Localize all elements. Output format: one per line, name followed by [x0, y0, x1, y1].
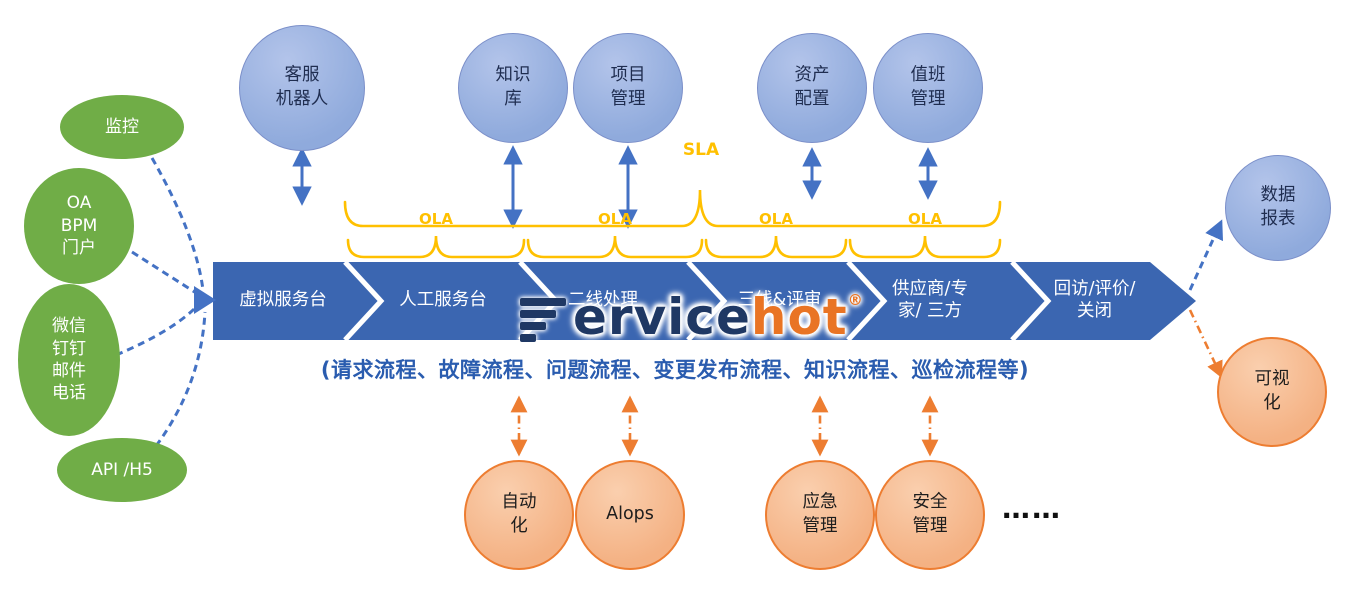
output-node-visualization: 可视化 [1217, 337, 1327, 447]
node-label: 资产配置 [794, 65, 830, 109]
tool-node-emergency-management: 应急管理 [765, 460, 875, 570]
servicehot-logo: ervicehot® [520, 292, 864, 342]
stage-text: 供应商/专家/ 三方 [892, 279, 968, 321]
node-label: API /H5 [91, 459, 153, 480]
tool-connector-arrows [510, 395, 939, 457]
node-label: 应急管理 [802, 492, 838, 536]
module-node-asset-configuration: 资产配置 [757, 33, 867, 143]
output-node-data-report: 数据报表 [1225, 155, 1331, 261]
node-label: 数据报表 [1260, 185, 1296, 229]
stage-text: 人工服务台 [399, 290, 487, 311]
stage-text: 回访/评价/关闭 [1053, 279, 1136, 321]
registered-trademark-symbol: ® [847, 291, 864, 309]
node-label: 监控 [105, 116, 139, 137]
input-node-wechat-dingtalk-mail-phone: 微信钉钉邮件电话 [18, 284, 120, 436]
input-node-api-h5: API /H5 [57, 438, 187, 502]
stage-label-followup-close: 回访/评价/关闭 [1022, 262, 1167, 340]
stage-label-supplier-expert: 供应商/专家/ 三方 [850, 262, 1010, 340]
process-note: (请求流程、故障流程、问题流程、变更发布流程、知识流程、巡检流程等) [320, 358, 1030, 382]
logo-text-ervice: ervice [573, 288, 751, 346]
stage-label-third-line-review: 三线&评审 [702, 262, 857, 340]
node-label: 安全管理 [912, 492, 948, 536]
node-label: 值班管理 [910, 65, 946, 109]
stage-label-manual-service-desk: 人工服务台 [358, 262, 528, 340]
stage-text: 三线&评审 [737, 290, 822, 311]
tool-node-security-management: 安全管理 [875, 460, 985, 570]
input-flow-arrows [115, 157, 207, 447]
node-label: 项目管理 [610, 65, 646, 109]
stage-label-second-line: 二线处理 [528, 262, 678, 340]
report-connector-arrow [1188, 219, 1223, 291]
node-label: 知识库 [495, 65, 531, 109]
module-node-duty-management: 值班管理 [873, 33, 983, 143]
sla-label: SLA [682, 140, 720, 160]
visualization-connector-arrow [1188, 309, 1223, 379]
input-node-monitoring: 监控 [60, 95, 184, 159]
ola-label-2: OLA [598, 210, 632, 228]
module-node-service-robot: 客服机器人 [239, 25, 365, 151]
node-label: 自动化 [501, 492, 537, 536]
sla-brace [343, 189, 1002, 228]
node-label: Alops [606, 504, 654, 525]
module-node-knowledge-base: 知识库 [458, 33, 568, 143]
stage-text: 虚拟服务台 [239, 290, 327, 311]
stage-text: 二线处理 [568, 290, 638, 311]
module-connector-arrows [292, 145, 938, 229]
module-node-project-management: 项目管理 [573, 33, 683, 143]
servicehot-wordmark: ervicehot® [573, 292, 864, 342]
pipeline-band [213, 262, 1196, 340]
servicehot-s-icon [520, 298, 566, 342]
tool-node-automation: 自动化 [464, 460, 574, 570]
ola-label-4: OLA [908, 210, 942, 228]
more-modules-ellipsis: …… [1002, 492, 1062, 525]
ola-braces [346, 235, 1002, 259]
ola-label-1: OLA [419, 210, 453, 228]
stage-label-virtual-service-desk: 虚拟服务台 [218, 262, 348, 340]
node-label: 微信钉钉邮件电话 [52, 316, 86, 404]
node-label: 客服机器人 [275, 65, 329, 109]
tool-node-alops: Alops [575, 460, 685, 570]
input-convergence-arrowhead [194, 286, 216, 314]
node-label: 可视化 [1254, 369, 1290, 413]
ola-label-3: OLA [759, 210, 793, 228]
logo-text-hot: hot [750, 288, 848, 346]
